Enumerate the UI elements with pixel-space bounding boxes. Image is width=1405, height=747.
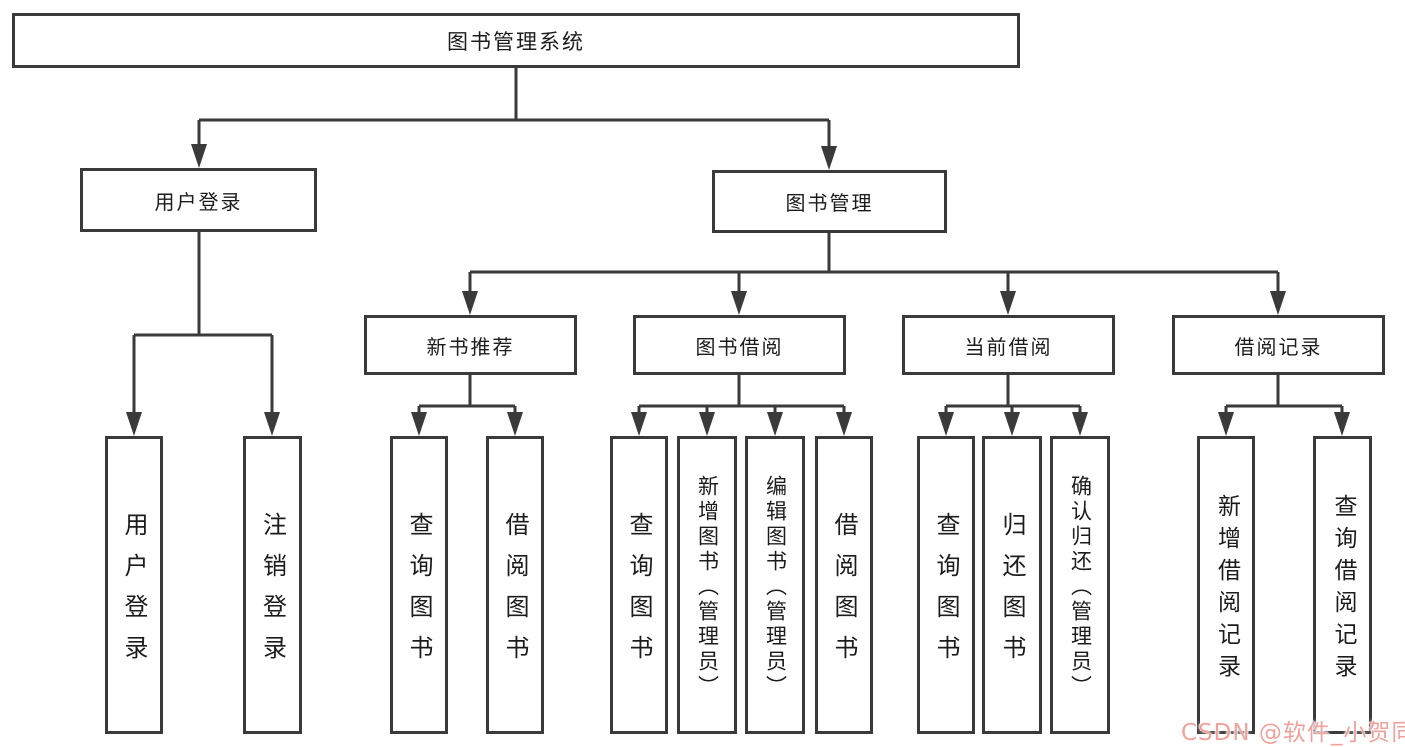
- arrow-down-icon: [411, 412, 427, 436]
- arrow-down-icon: [1000, 291, 1016, 315]
- leaf-query-books-borrow: 查询图书: [610, 436, 668, 734]
- leaf-label: 查询图书: [932, 511, 960, 676]
- leaf-user-login: 用户登录: [105, 436, 163, 734]
- leaf-query-borrow-record: 查询借阅记录: [1313, 436, 1372, 734]
- arrow-down-icon: [507, 412, 523, 436]
- leaf-label: 确认归还（管理员）: [1068, 474, 1093, 700]
- arrow-down-icon: [821, 146, 837, 170]
- arrow-down-icon: [631, 412, 647, 436]
- leaf-label: 查询图书: [625, 511, 653, 676]
- node-current-borrow: 当前借阅: [902, 315, 1115, 375]
- leaf-label: 查询图书: [405, 511, 433, 676]
- leaf-query-books-current: 查询图书: [917, 436, 975, 734]
- node-label: 图书管理系统: [447, 29, 585, 54]
- node-book-management: 图书管理: [712, 170, 947, 233]
- leaf-add-books-admin: 新增图书（管理员）: [677, 436, 737, 734]
- leaf-label: 新增图书（管理员）: [695, 474, 720, 700]
- leaf-query-books-recommend: 查询图书: [390, 436, 448, 734]
- arrow-down-icon: [938, 412, 954, 436]
- node-borrow-records: 借阅记录: [1172, 315, 1385, 375]
- leaf-confirm-return-admin: 确认归还（管理员）: [1050, 436, 1110, 734]
- arrow-down-icon: [1218, 412, 1234, 436]
- arrow-down-icon: [699, 412, 715, 436]
- arrow-down-icon: [126, 412, 142, 436]
- leaf-edit-books-admin: 编辑图书（管理员）: [745, 436, 805, 734]
- leaf-label: 新增借阅记录: [1213, 493, 1240, 686]
- leaf-borrow-books-recommend: 借阅图书: [486, 436, 544, 734]
- leaf-label: 编辑图书（管理员）: [763, 474, 788, 700]
- leaf-logout-login: 注销登录: [243, 436, 302, 734]
- node-label: 借阅记录: [1234, 334, 1323, 359]
- arrow-down-icon: [1072, 412, 1088, 436]
- node-book-borrow: 图书借阅: [633, 315, 846, 375]
- leaf-label: 用户登录: [120, 511, 148, 676]
- leaf-label: 归还图书: [998, 511, 1026, 676]
- arrow-down-icon: [462, 291, 478, 315]
- arrow-down-icon: [1004, 412, 1020, 436]
- arrow-down-icon: [1334, 412, 1350, 436]
- leaf-label: 借阅图书: [501, 511, 529, 676]
- leaf-label: 查询借阅记录: [1330, 493, 1356, 686]
- leaf-label: 注销登录: [258, 511, 287, 676]
- arrow-down-icon: [731, 291, 747, 315]
- arrow-down-icon: [767, 412, 783, 436]
- leaf-add-borrow-record: 新增借阅记录: [1197, 436, 1255, 734]
- node-label: 当前借阅: [964, 334, 1053, 359]
- node-new-book-recommend: 新书推荐: [364, 315, 577, 375]
- arrow-down-icon: [836, 412, 852, 436]
- arrow-down-icon: [191, 144, 207, 168]
- connector-paths: [132, 68, 1344, 420]
- node-library-system: 图书管理系统: [12, 13, 1020, 68]
- leaf-return-books: 归还图书: [982, 436, 1042, 734]
- arrowheads: [126, 144, 1350, 436]
- node-label: 用户登录: [154, 189, 243, 214]
- arrow-down-icon: [264, 412, 280, 436]
- node-label: 图书管理: [785, 191, 874, 215]
- node-label: 图书借阅: [695, 334, 784, 359]
- arrow-down-icon: [1270, 291, 1286, 315]
- csdn-watermark: CSDN @软件_小贺同学: [1181, 720, 1405, 746]
- node-user-login: 用户登录: [80, 168, 317, 232]
- leaf-label: 借阅图书: [830, 511, 858, 676]
- node-label: 新书推荐: [426, 334, 515, 359]
- leaf-borrow-books: 借阅图书: [815, 436, 873, 734]
